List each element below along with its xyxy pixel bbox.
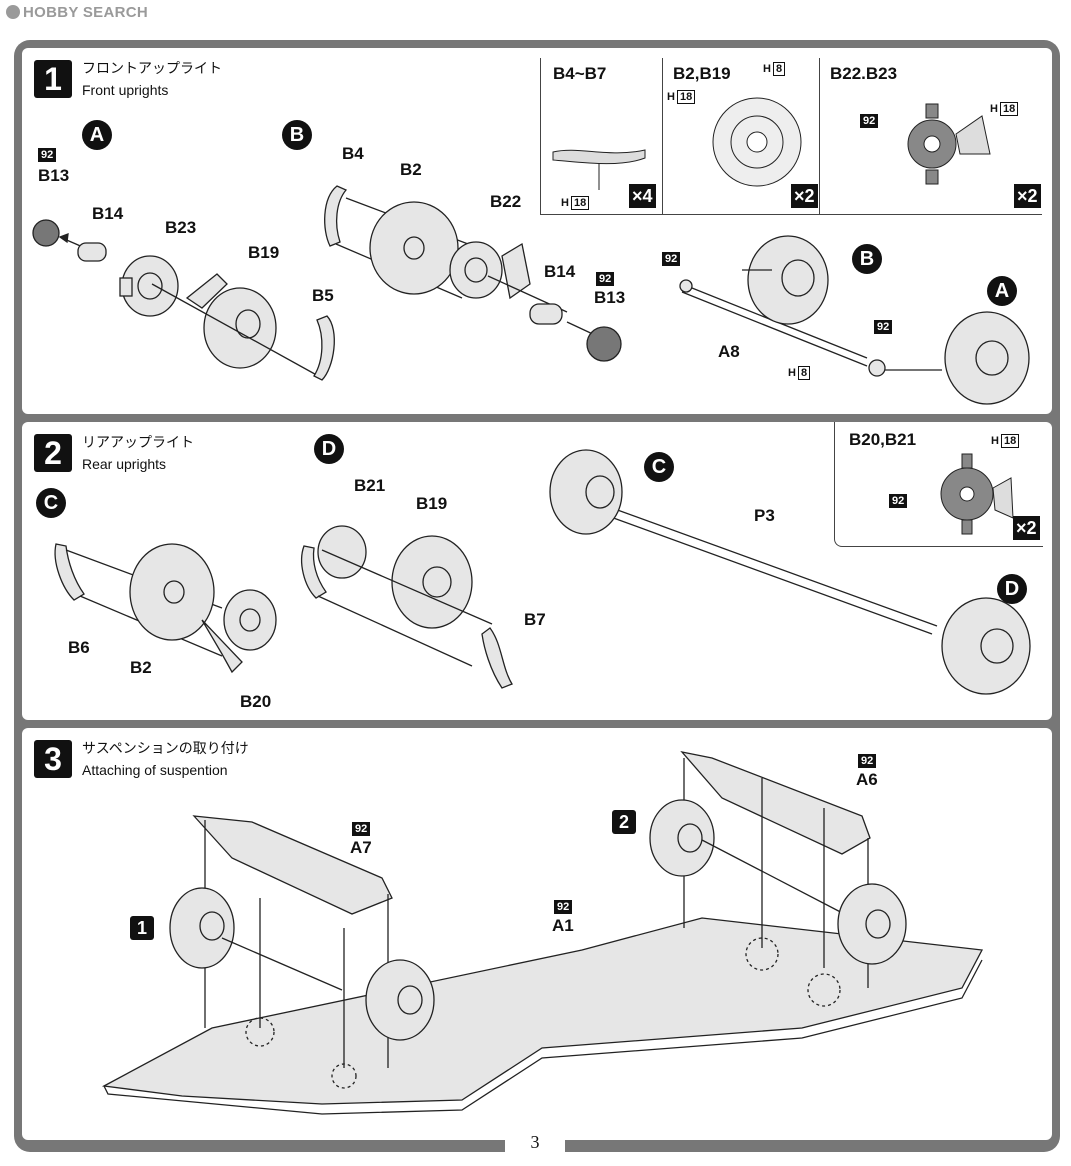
rear-upright-illustration — [54, 449, 1031, 695]
detail-title: B2,B19 — [673, 64, 731, 83]
detail-title: B22.B23 — [830, 64, 898, 83]
assembly-d-marker: D — [314, 434, 344, 464]
part-label-b21: B21 — [354, 476, 386, 495]
part-label-b13: B13 — [38, 166, 70, 185]
step-title-jp: リアアップライト — [82, 435, 194, 451]
part-label-b22: B22 — [490, 192, 522, 211]
part-label-a8: A8 — [718, 342, 740, 361]
part-label-b6: B6 — [68, 638, 90, 657]
assembly-c-marker: C — [36, 488, 66, 518]
quantity-badge: ×4 — [629, 184, 656, 208]
step-1-panel: 1 フロントアップライト Front uprights — [22, 48, 1052, 414]
part-label-b5: B5 — [312, 286, 334, 305]
part-label-b7: B7 — [524, 610, 546, 629]
part-label-b14: B14 — [92, 204, 124, 223]
quantity-badge: ×2 — [791, 184, 818, 208]
paint-code-badge: 92 — [858, 754, 877, 768]
brake-disc-detail-icon — [712, 97, 802, 187]
step-number: 2 — [34, 434, 72, 472]
part-label-b2: B2 — [400, 160, 422, 179]
part-label-b2: B2 — [130, 658, 152, 677]
step-title-jp: サスペンションの取り付け — [82, 741, 249, 757]
step-2-reference: 2 — [612, 810, 636, 834]
paint-code-badge: 92 — [352, 822, 371, 836]
part-label-b19: B19 — [248, 243, 280, 262]
quantity-badge: ×2 — [1013, 516, 1040, 540]
page-number: 3 — [505, 1130, 565, 1154]
paint-code-badge: 92 — [38, 148, 57, 162]
step-3-panel: 3 サスペンションの取り付け Attaching of suspention — [22, 728, 1052, 1140]
assembly-b-ref-marker: B — [852, 244, 882, 274]
paint-code-badge: 92 — [874, 320, 893, 334]
logo-icon — [6, 5, 20, 19]
part-label-b4: B4 — [342, 144, 364, 163]
step-number: 1 — [34, 60, 72, 98]
paint-code-badge: 92 — [889, 494, 908, 508]
part-label-b20: B20 — [240, 692, 272, 711]
suspension-attachment-illustration — [101, 750, 984, 1115]
front-upright-illustration — [32, 185, 1030, 405]
part-label-a7: A7 — [350, 838, 372, 857]
step-title-en: Front uprights — [82, 82, 169, 98]
part-label-b13-b: B13 — [594, 288, 626, 307]
step-1-reference: 1 — [130, 916, 154, 940]
step-title-jp: フロントアップライト — [82, 61, 222, 77]
assembly-a-ref-marker: A — [987, 276, 1017, 306]
paint-code-badge: 92 — [554, 900, 573, 914]
caliper-detail-icon — [552, 149, 646, 190]
assembly-d-ref-marker: D — [997, 574, 1027, 604]
part-label-b19: B19 — [416, 494, 448, 513]
part-label-b23: B23 — [165, 218, 197, 237]
part-label-p3: P3 — [754, 506, 775, 525]
paint-code-badge: 92 — [596, 272, 615, 286]
step-number: 3 — [34, 740, 72, 778]
part-label-b14-b: B14 — [544, 262, 576, 281]
assembly-a-marker: A — [82, 120, 112, 150]
step-title-en: Attaching of suspention — [82, 762, 228, 778]
paint-code-badge: 92 — [662, 252, 681, 266]
step-title-en: Rear uprights — [82, 456, 167, 472]
assembly-c-ref-marker: C — [644, 452, 674, 482]
part-label-a6: A6 — [856, 770, 878, 789]
detail-title: B4~B7 — [553, 64, 607, 83]
part-label-a1: A1 — [552, 916, 574, 935]
hobby-search-watermark: HOBBY SEARCH — [6, 4, 148, 21]
upright-detail-icon — [907, 103, 991, 185]
assembly-b-marker: B — [282, 120, 312, 150]
quantity-badge: ×2 — [1014, 184, 1041, 208]
step-2-panel: 2 リアアップライト Rear uprights C D B6 B2 B20 B… — [22, 422, 1052, 720]
rear-upright-detail-icon — [940, 453, 1014, 535]
detail-title: B20,B21 — [849, 430, 917, 449]
paint-code-badge: 92 — [860, 114, 879, 128]
